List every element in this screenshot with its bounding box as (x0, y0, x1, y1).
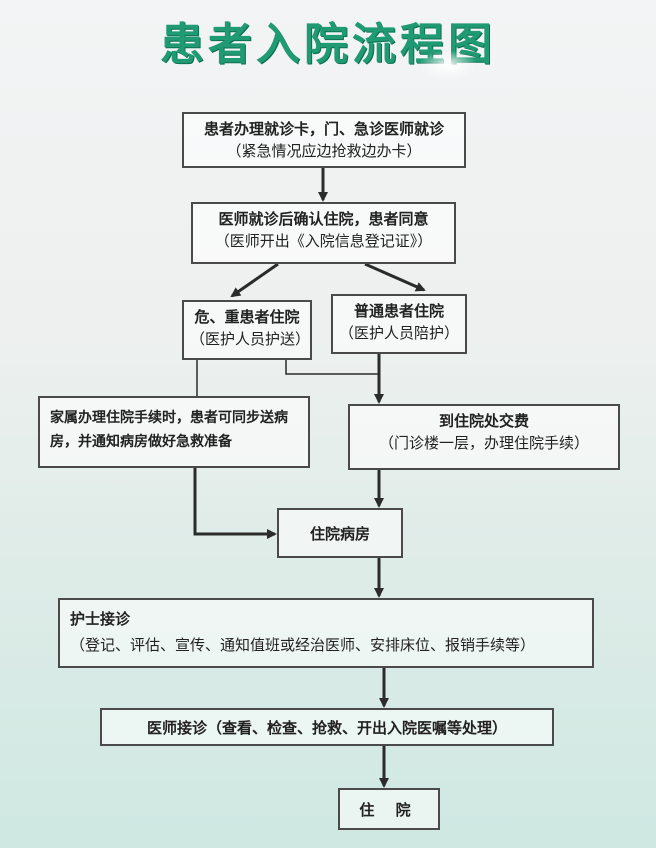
node-confirm-main: 医师就诊后确认住院，患者同意 (218, 210, 429, 228)
node-confirm: 医师就诊后确认住院，患者同意 （医师开出《入院信息登记证》） (191, 202, 456, 264)
node-admitted-main: 住 院 (359, 801, 419, 819)
node-normal-main: 普通患者住院 (353, 302, 444, 320)
node-ward: 住院病房 (277, 508, 403, 558)
node-nurse-main: 护士接诊 (70, 610, 131, 628)
node-normal: 普通患者住院 （医护人员陪护） (331, 294, 467, 354)
node-payment-main: 到住院处交费 (438, 412, 529, 430)
node-critical-main: 危、重患者住院 (194, 308, 300, 326)
node-register-sub: （紧急情况应边抢救边办卡） (226, 142, 422, 160)
node-nurse: 护士接诊 （登记、评估、宣传、通知值班或经治医师、安排床位、报销手续等） (58, 598, 594, 668)
arrow-confirm-to-normal (364, 262, 426, 292)
node-critical: 危、重患者住院 （医护人员护送） (182, 300, 312, 360)
light-glare (418, 50, 478, 80)
node-register-main: 患者办理就诊卡，门、急诊医师就诊 (203, 120, 444, 138)
node-payment: 到住院处交费 （门诊楼一层，办理住院手续） (348, 404, 620, 470)
node-ward-main: 住院病房 (309, 525, 370, 543)
node-register: 患者办理就诊卡，门、急诊医师就诊 （紧急情况应边抢救边办卡） (182, 112, 466, 168)
node-doctor: 医师接诊（查看、检查、抢救、开出入院医嘱等处理） (100, 708, 554, 746)
line-critical-to-payment (285, 360, 379, 375)
node-doctor-main: 医师接诊（查看、检查、抢救、开出入院医嘱等处理） (146, 719, 507, 737)
arrow-confirm-to-critical (230, 262, 279, 298)
node-family: 家属办理住院手续时，患者可同步送病房，并通知病房做好急救准备 (38, 396, 310, 468)
node-critical-sub: （医护人员护送） (190, 330, 311, 348)
node-nurse-sub: （登记、评估、宣传、通知值班或经治医师、安排床位、报销手续等） (70, 636, 536, 654)
node-normal-sub: （医护人员陪护） (339, 324, 460, 342)
node-confirm-sub: （医师开出《入院信息登记证》） (214, 232, 433, 250)
node-admitted: 住 院 (338, 788, 440, 830)
node-payment-sub: （门诊楼一层，办理住院手续） (378, 434, 589, 452)
arrow-family-to-ward (193, 468, 277, 539)
node-family-main: 家属办理住院手续时，患者可同步送病房，并通知病房做好急救准备 (50, 410, 288, 450)
